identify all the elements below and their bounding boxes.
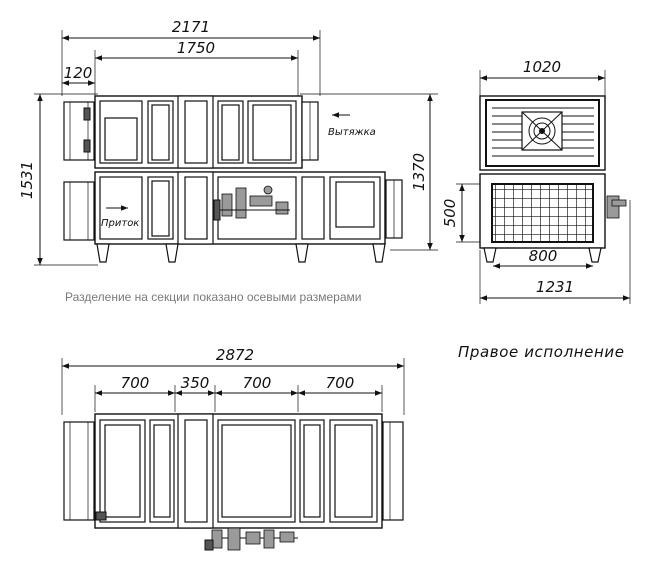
heat-exchanger-grid: [491, 183, 594, 243]
dim-section-height: 500: [441, 199, 459, 228]
dim-section-4: 700: [326, 374, 355, 392]
plan-nozzles: [63, 421, 404, 521]
upper-tier: [83, 95, 303, 169]
fan-icon: [528, 117, 556, 145]
plan-body: [94, 413, 383, 529]
dim-section-1: 700: [121, 374, 150, 392]
dim-total-width: 1231: [536, 278, 574, 296]
side-legs: [483, 247, 602, 263]
dim-plan-total: 2872: [216, 346, 254, 364]
dim-total-height: 1531: [18, 161, 36, 199]
supply-label: Приток: [101, 218, 139, 229]
side-valve: [606, 195, 620, 219]
dim-inner-width: 800: [529, 247, 558, 265]
plan-view: 2872 700 350 700 700: [61, 346, 405, 551]
front-view: 2171 1750 120 1531 1370: [18, 18, 438, 266]
exhaust-label: Вытяжка: [328, 127, 376, 138]
dim-section-3: 700: [243, 374, 272, 392]
section-note: Разделение на секции показано осевыми ра…: [65, 290, 361, 304]
dim-nozzle: 120: [64, 64, 93, 82]
valve-assembly-plan: [204, 527, 298, 551]
valve-assembly-front: [213, 185, 290, 221]
dim-section-2: 350: [181, 374, 210, 392]
lower-tier: [94, 171, 386, 245]
exhaust-indicator: Вытяжка: [328, 112, 376, 138]
left-nozzles: [63, 101, 95, 241]
supply-indicator: Приток: [101, 205, 139, 229]
variant-label: Правое исполнение: [458, 343, 625, 361]
dim-inner-length: 1750: [177, 39, 215, 57]
dim-lower-height: 1370: [410, 153, 428, 191]
side-view: 1020 500 800 1231: [441, 58, 631, 304]
front-legs: [96, 243, 386, 263]
side-dimensions: 1020 500 800 1231: [441, 58, 631, 304]
front-dimensions: 2171 1750 120 1531 1370: [18, 18, 438, 266]
dim-overall-length: 2171: [172, 18, 210, 36]
side-lower-section: [479, 173, 627, 249]
plan-dimensions: 2872 700 350 700 700: [61, 346, 405, 415]
side-upper-section: [479, 95, 606, 171]
dim-width-top: 1020: [523, 58, 561, 76]
